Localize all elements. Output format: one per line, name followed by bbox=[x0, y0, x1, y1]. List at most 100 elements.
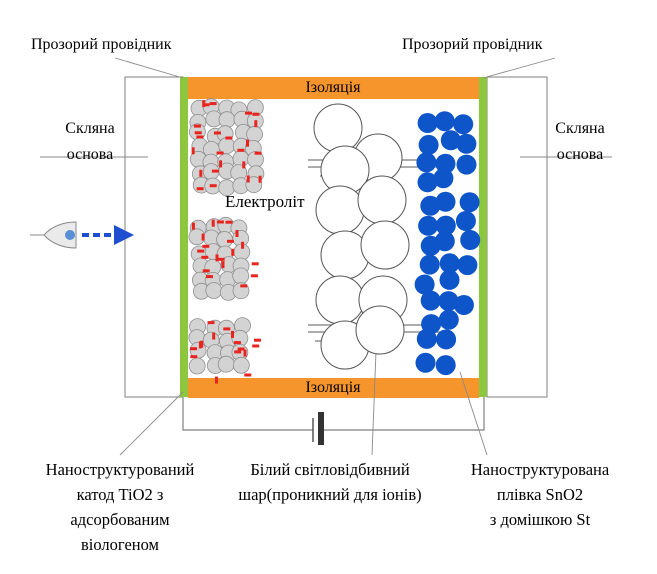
tio2-particle bbox=[218, 137, 236, 155]
viologen-mark bbox=[193, 124, 201, 128]
tio2-particle bbox=[216, 231, 234, 248]
viologen-mark bbox=[217, 257, 225, 261]
sno2-particle bbox=[439, 269, 460, 290]
cathode-line1: Наноструктурований bbox=[45, 460, 195, 479]
sno2-particle bbox=[438, 309, 459, 330]
tio2-particle bbox=[217, 355, 235, 373]
viologen-mark bbox=[251, 262, 259, 266]
white-sphere bbox=[313, 103, 363, 153]
white-layer-line1: Білий світловідбивний bbox=[250, 460, 410, 479]
viologen-mark bbox=[207, 321, 215, 325]
light-arrow-icon bbox=[82, 225, 134, 245]
tio2-particle bbox=[188, 357, 206, 375]
viologen-mark bbox=[233, 341, 241, 345]
viologen-mark bbox=[225, 136, 233, 140]
sno2-film-particles bbox=[414, 111, 481, 376]
sno2-particle bbox=[453, 295, 474, 315]
glass-right-label: Скляна основа bbox=[530, 116, 630, 168]
glass-right-line2: основа bbox=[556, 146, 604, 163]
sno2-particle bbox=[435, 215, 456, 236]
sno2-particle bbox=[435, 153, 456, 174]
tio2-particle bbox=[205, 282, 223, 299]
sno2-particle bbox=[436, 329, 457, 350]
sno2-particle bbox=[416, 328, 437, 349]
insulation-bottom-label: Ізоляція bbox=[305, 379, 361, 396]
sno2-particle bbox=[455, 211, 476, 231]
tio2-cathode-particles bbox=[188, 98, 265, 375]
sno2-particle bbox=[440, 130, 461, 151]
viologen-molecules bbox=[190, 100, 262, 384]
viologen-mark bbox=[254, 120, 258, 128]
sno2-particle bbox=[456, 154, 477, 175]
film-line2: плівка SnO2 bbox=[496, 485, 584, 504]
top-right-conductor-label: Прозорий провідник bbox=[402, 36, 543, 53]
sno2-particle bbox=[433, 168, 454, 189]
viologen-mark bbox=[237, 148, 245, 152]
viologen-mark bbox=[206, 275, 213, 279]
viologen-mark bbox=[190, 347, 197, 351]
viologen-mark bbox=[200, 340, 204, 348]
viologen-mark bbox=[254, 151, 262, 155]
insulation-top bbox=[188, 77, 479, 99]
sno2-particle bbox=[420, 290, 441, 311]
sno2-particle bbox=[418, 215, 439, 236]
tio2-particle bbox=[232, 356, 250, 374]
glass-left-line1: Скляна bbox=[65, 120, 115, 137]
insulation-bottom bbox=[188, 378, 479, 398]
sno2-particle bbox=[418, 134, 439, 155]
viologen-mark bbox=[194, 131, 202, 135]
cathode-label: Наноструктурований катод TiO2 з адсорбов… bbox=[20, 457, 220, 557]
viologen-mark bbox=[250, 274, 258, 278]
viologen-mark bbox=[202, 269, 210, 273]
sno2-particle bbox=[417, 113, 438, 133]
viologen-mark bbox=[216, 151, 224, 155]
viologen-mark bbox=[202, 244, 210, 248]
transparent-conductor-right bbox=[479, 77, 487, 397]
viologen-mark bbox=[219, 160, 223, 168]
sno2-particle bbox=[435, 191, 456, 212]
sno2-particle bbox=[459, 192, 480, 213]
white-layer-label: Білий світловідбивний шар(проникний для … bbox=[225, 457, 435, 507]
viologen-mark bbox=[254, 338, 261, 342]
white-sphere bbox=[315, 275, 365, 325]
sno2-particle bbox=[420, 195, 441, 216]
viologen-mark bbox=[231, 248, 235, 256]
sno2-particle bbox=[460, 230, 481, 250]
viologen-mark bbox=[215, 376, 218, 384]
viologen-mark bbox=[209, 184, 217, 188]
battery-symbol bbox=[312, 412, 324, 445]
viologen-mark bbox=[191, 147, 195, 155]
viologen-mark bbox=[225, 220, 233, 224]
viologen-mark bbox=[223, 327, 231, 331]
viologen-mark bbox=[235, 230, 239, 237]
tio2-particle bbox=[232, 150, 250, 168]
sno2-particle bbox=[435, 355, 456, 376]
cathode-line2: катод TiO2 з bbox=[76, 485, 164, 504]
viologen-mark bbox=[196, 135, 204, 139]
viologen-mark bbox=[209, 102, 217, 106]
cathode-line4: віологеном bbox=[81, 535, 159, 554]
sno2-particle bbox=[438, 291, 459, 312]
viologen-mark bbox=[212, 332, 216, 340]
viologen-mark bbox=[258, 175, 262, 183]
white-layer-line2: шар(проникний для іонів) bbox=[238, 485, 422, 504]
white-sphere bbox=[355, 305, 405, 355]
electrolyte-label: Електроліт bbox=[225, 192, 305, 211]
sno2-particle bbox=[439, 253, 460, 274]
top-left-conductor-label: Прозорий провідник bbox=[31, 36, 172, 53]
viologen-mark bbox=[211, 169, 219, 173]
white-sphere bbox=[315, 185, 365, 235]
sno2-particle bbox=[434, 231, 455, 252]
sno2-particle bbox=[414, 274, 435, 295]
viologen-mark bbox=[201, 255, 209, 259]
viologen-mark bbox=[227, 239, 234, 243]
viologen-mark bbox=[202, 100, 206, 108]
viologen-mark bbox=[240, 284, 248, 288]
viologen-mark bbox=[243, 349, 247, 357]
tio2-particle bbox=[232, 267, 250, 285]
viologen-mark bbox=[199, 169, 203, 177]
viologen-mark bbox=[237, 347, 245, 351]
sno2-particle bbox=[417, 172, 438, 193]
viologen-mark bbox=[252, 344, 260, 348]
